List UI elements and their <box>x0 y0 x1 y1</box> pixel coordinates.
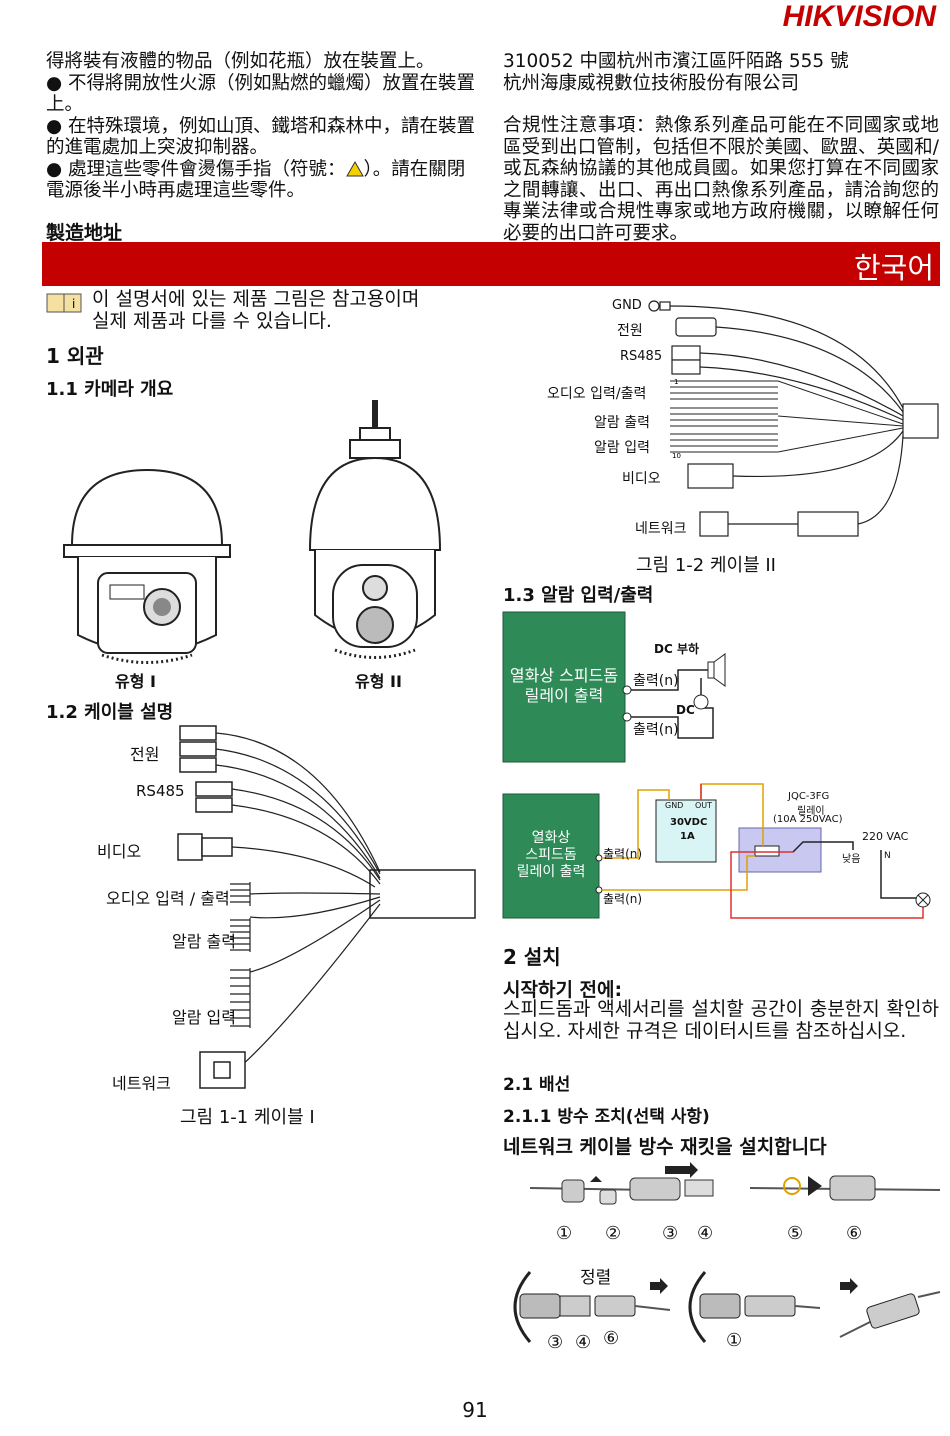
manufacturer-heading: 製造地址 <box>46 222 123 244</box>
step-5-label: ⑤ <box>787 1223 804 1244</box>
alarm-relay-dc-diagram <box>502 611 726 763</box>
waterproof-assembly-illustration <box>513 1271 941 1343</box>
cable2-audio-label: 오디오 입력/출력 <box>547 386 647 402</box>
alarm1-device-box: 열화상 스피드돔 릴레이 출력 <box>503 666 625 706</box>
alarm1-box-line: 릴레이 출력 <box>524 686 604 705</box>
left-top-text: 得將裝有液體的物品（例如花瓶）放在裝置上。 ● 不得將開放性火源（例如點燃的蠟燭… <box>46 51 482 202</box>
cable2-network-label: 네트워크 <box>635 521 687 537</box>
address-line: 310052 中國杭州市濱江區阡陌路 555 號 <box>503 51 849 72</box>
cable1-rs485-label: RS485 <box>136 782 185 800</box>
section-2-1-1-heading: 2.1.1 방수 조치(선택 사항) <box>503 1107 710 1127</box>
bullet-item: ● 不得將開放性火源（例如點燃的蠟燭）放置在裝置上。 <box>46 72 476 116</box>
neutral-label: N <box>884 851 891 861</box>
alarm1-box-line: 열화상 스피드돔 <box>509 666 619 685</box>
dc-label: DC <box>676 703 695 717</box>
cable1-network-label: 네트워크 <box>112 1074 171 1093</box>
bullet-item: ● 在特殊環境，例如山頂、鐵塔和森林中，請在裝置的進電處加上突波抑制器。 <box>46 115 476 159</box>
text-line: 得將裝有液體的物品（例如花瓶）放在裝置上。 <box>46 51 435 72</box>
cable-2-diagram: 1 10 <box>648 300 939 537</box>
svg-text:10: 10 <box>672 452 681 460</box>
step-4-bottom-label: ④ <box>575 1332 592 1353</box>
psu-current-label: 1A <box>680 831 695 842</box>
alarm2-box-line: 열화상 <box>531 830 571 846</box>
hot-warning-icon <box>345 160 364 177</box>
cable2-gnd-label: GND <box>612 298 642 313</box>
before-text: 스피드돔과 액세서리를 설치할 공간이 충분한지 확인하십시오. 자세한 규격은… <box>503 998 939 1042</box>
figure-1-2-caption: 그림 1-2 케이블 II <box>636 555 776 576</box>
psu-voltage-label: 30VDC <box>670 817 708 828</box>
alarm1-out1-label: 출력(n) <box>633 673 679 689</box>
cable2-rs485-label: RS485 <box>620 349 663 364</box>
hikvision-logo: HIKVISION <box>783 0 938 33</box>
bullet-item: ● 處理這些零件會燙傷手指（符號：）。請在關閉電源後半小時再處理這些零件。 <box>46 158 466 202</box>
cable2-power-label: 전원 <box>617 323 643 339</box>
address-line: 杭州海康威視數位技術股份有限公司 <box>503 72 800 94</box>
svg-text:i: i <box>72 297 75 311</box>
svg-text:1: 1 <box>674 378 678 386</box>
right-top-text: 310052 中國杭州市濱江區阡陌路 555 號 杭州海康威視數位技術股份有限公… <box>503 51 939 244</box>
step-3-bottom-label: ③ <box>547 1332 564 1353</box>
cable1-power-label: 전원 <box>130 745 160 764</box>
low-label: 낮음 <box>842 854 861 865</box>
cable2-video-label: 비디오 <box>622 471 661 487</box>
section-2-1-heading: 2.1 배선 <box>503 1075 571 1095</box>
page-number: 91 <box>462 1398 488 1422</box>
section-1-1-heading: 1.1 카메라 개요 <box>46 379 174 400</box>
cable2-alarm-out-label: 알람 출력 <box>594 415 650 431</box>
language-label: 한국어 <box>853 251 934 285</box>
dc-load-label: DC 부하 <box>654 642 700 656</box>
section-1-3-heading: 1.3 알람 입력/출력 <box>503 585 654 606</box>
cable1-alarm-in-label: 알람 입력 <box>172 1008 236 1027</box>
step-1-label: ① <box>556 1223 573 1244</box>
psu-gnd-label: GND <box>665 801 684 810</box>
psu-out-label: OUT <box>695 801 713 810</box>
figure-1-1-caption: 그림 1-1 케이블 I <box>180 1107 315 1128</box>
section-2-heading: 2 설치 <box>503 945 561 969</box>
cable1-audio-label: 오디오 입력 / 출력 <box>106 889 230 908</box>
language-bar: 한국어 <box>42 242 940 286</box>
alarm2-box-line: 스피드돔 <box>525 847 577 863</box>
step-6-label: ⑥ <box>846 1223 863 1244</box>
step-2-label: ② <box>605 1223 622 1244</box>
cable1-video-label: 비디오 <box>97 842 142 861</box>
relay-model-label: JQC-3FG <box>788 791 830 802</box>
alarm1-out2-label: 출력(n) <box>633 722 679 738</box>
alarm2-out2-label: 출력(n) <box>603 892 643 906</box>
step-1-bottom-label: ① <box>726 1330 743 1351</box>
compliance-note: 合規性注意事項：熱像系列產品可能在不同國家或地區受到出口管制，包括但不限於美國、… <box>503 115 939 244</box>
alarm2-device-box: 열화상 스피드돔 릴레이 출력 <box>503 830 599 881</box>
note-icon: i <box>46 293 82 313</box>
waterproof-title: 네트워크 케이블 방수 재킷을 설치합니다 <box>503 1136 827 1158</box>
type-1-label: 유형 I <box>115 672 156 691</box>
note-line: 이 설명서에 있는 제품 그림은 참고용이며 <box>92 288 420 310</box>
camera-type-2-illustration <box>308 400 442 659</box>
svg-text:HIKVISION: HIKVISION <box>783 0 938 33</box>
cable-1-diagram <box>177 725 476 1089</box>
step-4-label: ④ <box>697 1223 714 1244</box>
note-text: 이 설명서에 있는 제품 그림은 참고용이며 실제 제품과 다를 수 있습니다. <box>92 288 419 332</box>
cable1-alarm-out-label: 알람 출력 <box>172 932 236 951</box>
note-line: 실제 제품과 다를 수 있습니다. <box>92 310 332 332</box>
before-heading: 시작하기 전에: <box>503 979 623 1001</box>
type-2-label: 유형 II <box>355 672 402 691</box>
align-label: 정렬 <box>580 1268 612 1288</box>
alarm2-box-line: 릴레이 출력 <box>516 864 586 880</box>
relay-label: 릴레이 <box>797 806 825 817</box>
alarm2-out1-label: 출력(n) <box>603 847 643 861</box>
section-1-heading: 1 외관 <box>46 344 104 368</box>
cable2-alarm-in-label: 알람 입력 <box>594 440 650 456</box>
waterproof-steps-illustration <box>529 1162 941 1205</box>
camera-type-1-illustration <box>63 468 231 664</box>
step-3-label: ③ <box>662 1223 679 1244</box>
relay-rating-label: (10A 250VAC) <box>773 814 843 825</box>
vac-label: 220 VAC <box>862 830 909 843</box>
alarm-relay-ac-diagram <box>502 783 931 919</box>
step-6-bottom-label: ⑥ <box>603 1328 620 1349</box>
section-1-2-heading: 1.2 케이블 설명 <box>46 702 174 723</box>
